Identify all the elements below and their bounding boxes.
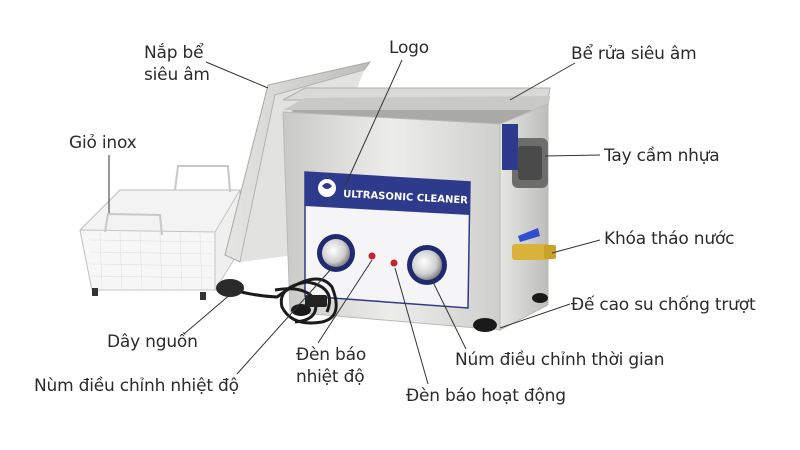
label-lid-line2: siêu âm — [144, 65, 210, 85]
label-basket-text: Giỏ inox — [69, 133, 137, 153]
label-power-indicator-text: Đèn báo hoạt động — [406, 386, 566, 406]
label-handle-text: Tay cầm nhựa — [604, 146, 720, 166]
label-power-cord-text: Dây nguồn — [107, 332, 198, 352]
power-cord-illustration — [216, 277, 338, 325]
label-drain-valve: Khóa tháo nước — [604, 228, 735, 250]
label-rubber-feet-text: Đế cao su chống trượt — [571, 295, 756, 315]
label-timer-knob: Núm điều chỉnh thời gian — [455, 349, 664, 371]
label-drain-valve-text: Khóa tháo nước — [604, 229, 735, 249]
label-tank: Bể rửa siêu âm — [571, 43, 697, 65]
label-temp-knob: Nùm điều chỉnh nhiệt độ — [34, 375, 239, 397]
label-temp-indicator-line1: Đèn báo — [296, 345, 367, 365]
label-logo: Logo — [389, 37, 429, 59]
label-lid: Nắp bể siêu âm — [144, 42, 210, 86]
tank-illustration: ULTRASONIC CLEANER — [282, 87, 556, 332]
label-rubber-feet: Đế cao su chống trượt — [571, 294, 756, 316]
label-power-cord: Dây nguồn — [107, 331, 198, 353]
label-timer-knob-text: Núm điều chỉnh thời gian — [455, 350, 665, 370]
label-handle: Tay cầm nhựa — [604, 145, 720, 167]
label-temp-indicator: Đèn báo nhiệt độ — [296, 344, 366, 388]
label-temp-knob-text: Nùm điều chỉnh nhiệt độ — [34, 376, 239, 396]
label-basket: Giỏ inox — [69, 132, 137, 154]
basket-illustration — [79, 165, 241, 300]
label-logo-text: Logo — [389, 38, 429, 58]
label-temp-indicator-line2: nhiệt độ — [296, 367, 365, 387]
label-lid-line1: Nắp bể — [144, 43, 204, 63]
leader-lines — [108, 59, 601, 385]
label-power-indicator: Đèn báo hoạt động — [406, 385, 566, 407]
label-tank-text: Bể rửa siêu âm — [571, 44, 697, 64]
